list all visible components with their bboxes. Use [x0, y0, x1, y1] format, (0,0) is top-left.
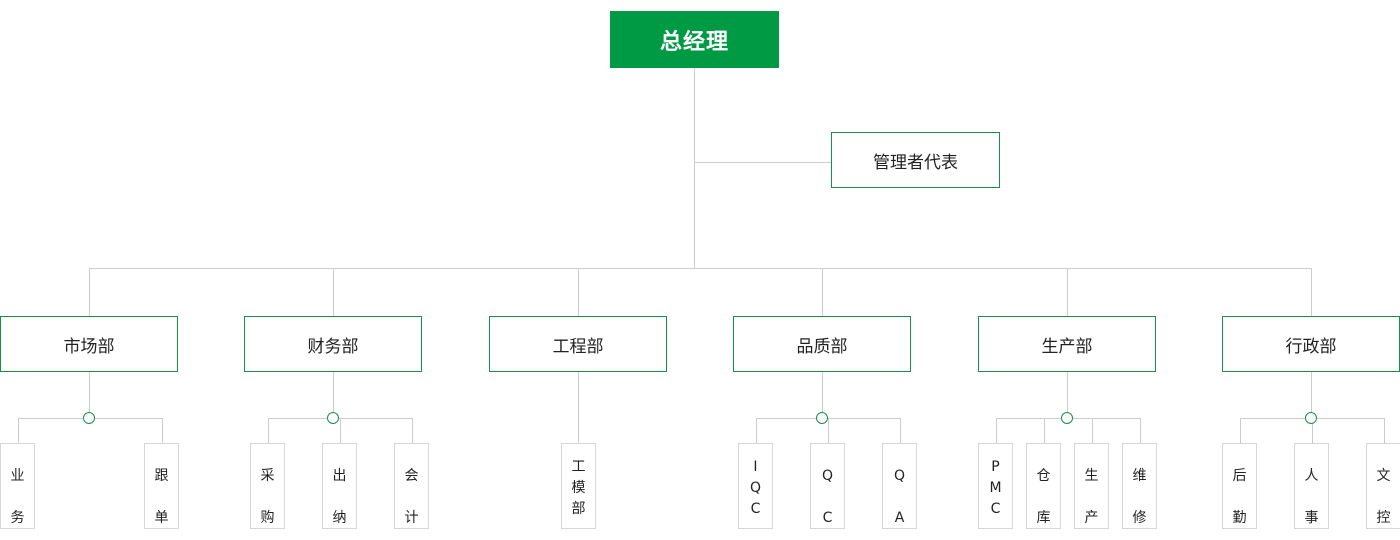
- subunit-label-char: P: [991, 459, 1000, 475]
- subunit-label-char: 购: [260, 510, 275, 526]
- subunit-connector: [268, 418, 269, 444]
- department-connector: [333, 268, 334, 317]
- subunit-label-char: 采: [260, 468, 275, 484]
- subunit-connector: [1044, 418, 1045, 444]
- subunit-connector: [1240, 418, 1241, 444]
- subunit-node[interactable]: 会计: [394, 443, 429, 529]
- department-node-market[interactable]: 市场部: [0, 316, 178, 372]
- subunit-label-char: 纳: [332, 510, 347, 526]
- subunit-label-char: C: [750, 501, 761, 517]
- subunit-connector: [340, 418, 341, 444]
- subunit-label-char: 生: [1084, 468, 1099, 484]
- subunit-node[interactable]: 采购: [250, 443, 285, 529]
- subunit-label-char: 部: [571, 501, 586, 517]
- subunit-label-char: 产: [1084, 510, 1099, 526]
- subunit-connector: [18, 418, 19, 444]
- subunit-label-char: A: [894, 510, 905, 526]
- subunit-connector: [1092, 418, 1093, 444]
- management-representative-node[interactable]: 管理者代表: [831, 132, 1000, 188]
- subunit-label-char: 仓: [1036, 468, 1051, 484]
- department-connector: [578, 268, 579, 317]
- subunit-connector: [1140, 418, 1141, 444]
- junction-circle-finance: [327, 412, 339, 424]
- trunk-connector: [694, 68, 695, 269]
- subunit-label-char: 业: [10, 468, 25, 484]
- subunit-node[interactable]: 维修: [1122, 443, 1157, 529]
- subunit-label-char: Q: [893, 468, 906, 484]
- subunit-label-char: 修: [1132, 510, 1147, 526]
- subunit-node[interactable]: 业务: [0, 443, 35, 529]
- subunit-stem: [333, 372, 334, 419]
- department-bus: [89, 268, 1312, 269]
- department-node-admin[interactable]: 行政部: [1222, 316, 1400, 372]
- subunit-label-char: 人: [1304, 468, 1319, 484]
- subunit-node[interactable]: 仓库: [1026, 443, 1061, 529]
- subunit-node[interactable]: 人事: [1294, 443, 1329, 529]
- department-node-quality[interactable]: 品质部: [733, 316, 911, 372]
- department-node-finance[interactable]: 财务部: [244, 316, 422, 372]
- department-node-production[interactable]: 生产部: [978, 316, 1156, 372]
- subunit-label-char: 务: [10, 510, 25, 526]
- subunit-label-char: 事: [1304, 510, 1319, 526]
- subunit-node[interactable]: 文控: [1366, 443, 1400, 529]
- junction-circle-admin: [1305, 412, 1317, 424]
- department-node-engineering[interactable]: 工程部: [489, 316, 667, 372]
- subunit-connector: [996, 418, 997, 444]
- subunit-node[interactable]: 跟单: [144, 443, 179, 529]
- subunit-stem: [822, 372, 823, 419]
- subunit-label-char: M: [989, 480, 1002, 496]
- department-connector: [822, 268, 823, 317]
- subunit-label-char: 跟: [154, 468, 169, 484]
- subunit-label-char: Q: [821, 468, 834, 484]
- subunit-label-char: 计: [404, 510, 419, 526]
- subunit-node[interactable]: 生产: [1074, 443, 1109, 529]
- subunit-connector: [412, 418, 413, 444]
- subunit-stem: [1067, 372, 1068, 419]
- subunit-label-char: 库: [1036, 510, 1051, 526]
- department-connector: [89, 268, 90, 317]
- subunit-connector: [900, 418, 901, 444]
- subunit-connector: [1312, 418, 1313, 444]
- subunit-label-char: C: [990, 501, 1001, 517]
- subunit-connector: [578, 372, 579, 444]
- junction-circle-production: [1061, 412, 1073, 424]
- department-connector: [1067, 268, 1068, 317]
- subunit-connector: [1384, 418, 1385, 444]
- subunit-label-char: 单: [154, 510, 169, 526]
- subunit-label-char: 会: [404, 468, 419, 484]
- subunit-label-char: 模: [571, 480, 586, 496]
- subunit-label-char: 后: [1232, 468, 1247, 484]
- subunit-label-char: 文: [1376, 468, 1391, 484]
- subunit-node[interactable]: 出纳: [322, 443, 357, 529]
- subunit-node[interactable]: 后勤: [1222, 443, 1257, 529]
- subunit-label-char: Q: [749, 480, 762, 496]
- subunit-label-char: 工: [571, 459, 586, 475]
- subunit-label-char: C: [822, 510, 833, 526]
- junction-circle-market: [83, 412, 95, 424]
- subunit-stem: [1311, 372, 1312, 419]
- subunit-label-char: 维: [1132, 468, 1147, 484]
- junction-circle-quality: [816, 412, 828, 424]
- general-manager-node[interactable]: 总经理: [610, 11, 779, 68]
- subunit-connector: [162, 418, 163, 444]
- subunit-label-char: I: [753, 459, 758, 475]
- representative-connector: [694, 162, 832, 163]
- subunit-label-char: 勤: [1232, 510, 1247, 526]
- department-connector: [1311, 268, 1312, 317]
- subunit-connector: [828, 418, 829, 444]
- subunit-node[interactable]: 工模部: [561, 443, 596, 529]
- subunit-label-char: 出: [332, 468, 347, 484]
- subunit-stem: [89, 372, 90, 419]
- subunit-label-char: 控: [1376, 510, 1391, 526]
- subunit-connector: [756, 418, 757, 444]
